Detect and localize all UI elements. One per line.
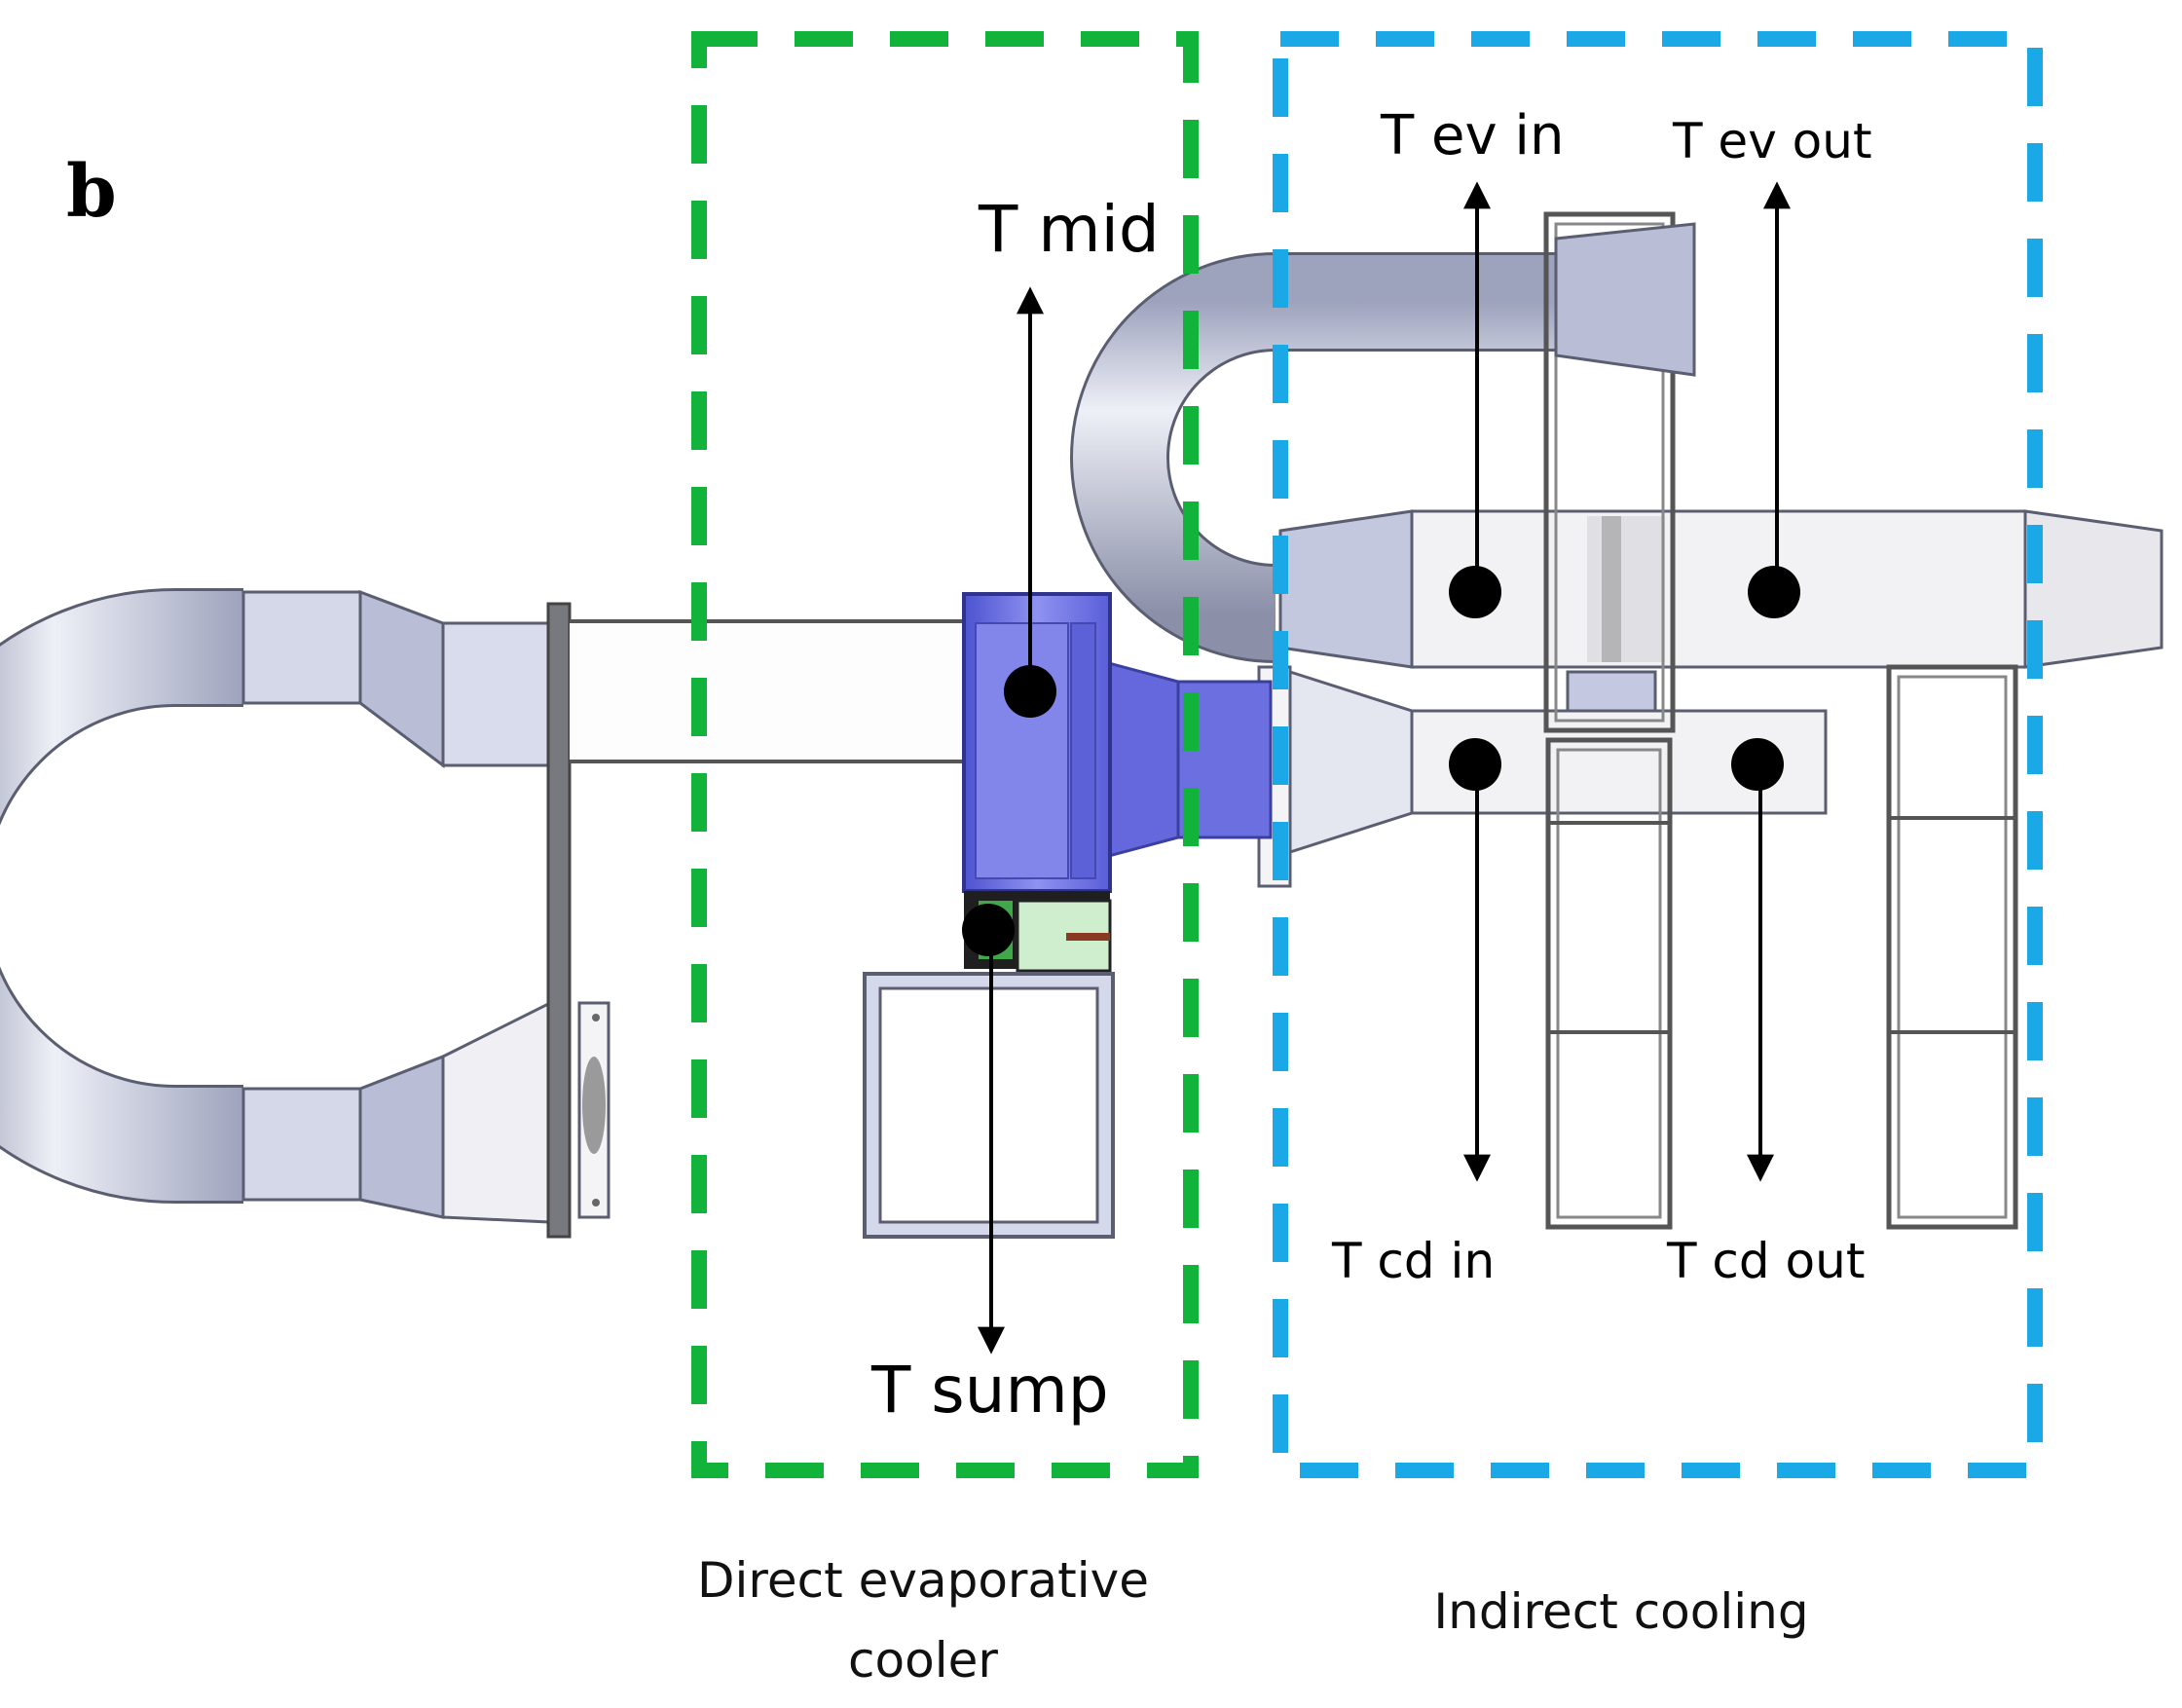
t-mid-sensor-dot — [1004, 665, 1056, 718]
sensor-markers — [962, 566, 1800, 956]
direct-cooler-label-line1: Direct evaporative — [697, 1552, 1149, 1609]
upper-u-bend-pipe — [1070, 252, 1558, 663]
sump-tank — [863, 972, 1115, 1239]
t-ev-out-label: T ev out — [1672, 113, 1872, 169]
t-ev-in-label: T ev in — [1380, 104, 1564, 167]
right-column — [1886, 664, 2018, 1230]
heat-exchanger-column — [1543, 211, 1696, 1230]
t-ev-in-sensor-dot — [1449, 566, 1501, 618]
left-u-bend-pipe — [0, 588, 245, 1204]
evaporator-channel — [1278, 509, 2164, 669]
direct-cooler-label-line2: cooler — [848, 1632, 998, 1689]
t-ev-out-sensor-dot — [1748, 566, 1800, 618]
t-sump-sensor-dot — [962, 904, 1015, 956]
indirect-cooling-label: Indirect cooling — [1433, 1583, 1808, 1640]
t-cd-in-label: T cd in — [1331, 1233, 1495, 1289]
sensor-arrows — [978, 181, 1791, 1355]
direct-cooler-region-border — [691, 31, 1199, 1478]
t-sump-label: T sump — [870, 1353, 1109, 1428]
left-duct-section — [241, 589, 964, 1239]
panel-letter: b — [66, 150, 117, 234]
t-cd-out-sensor-dot — [1731, 738, 1784, 791]
indirect-cooling-region-border — [1273, 31, 2043, 1478]
t-cd-out-label: T cd out — [1666, 1233, 1865, 1289]
t-mid-label: T mid — [978, 192, 1160, 267]
t-cd-in-sensor-dot — [1449, 738, 1501, 791]
